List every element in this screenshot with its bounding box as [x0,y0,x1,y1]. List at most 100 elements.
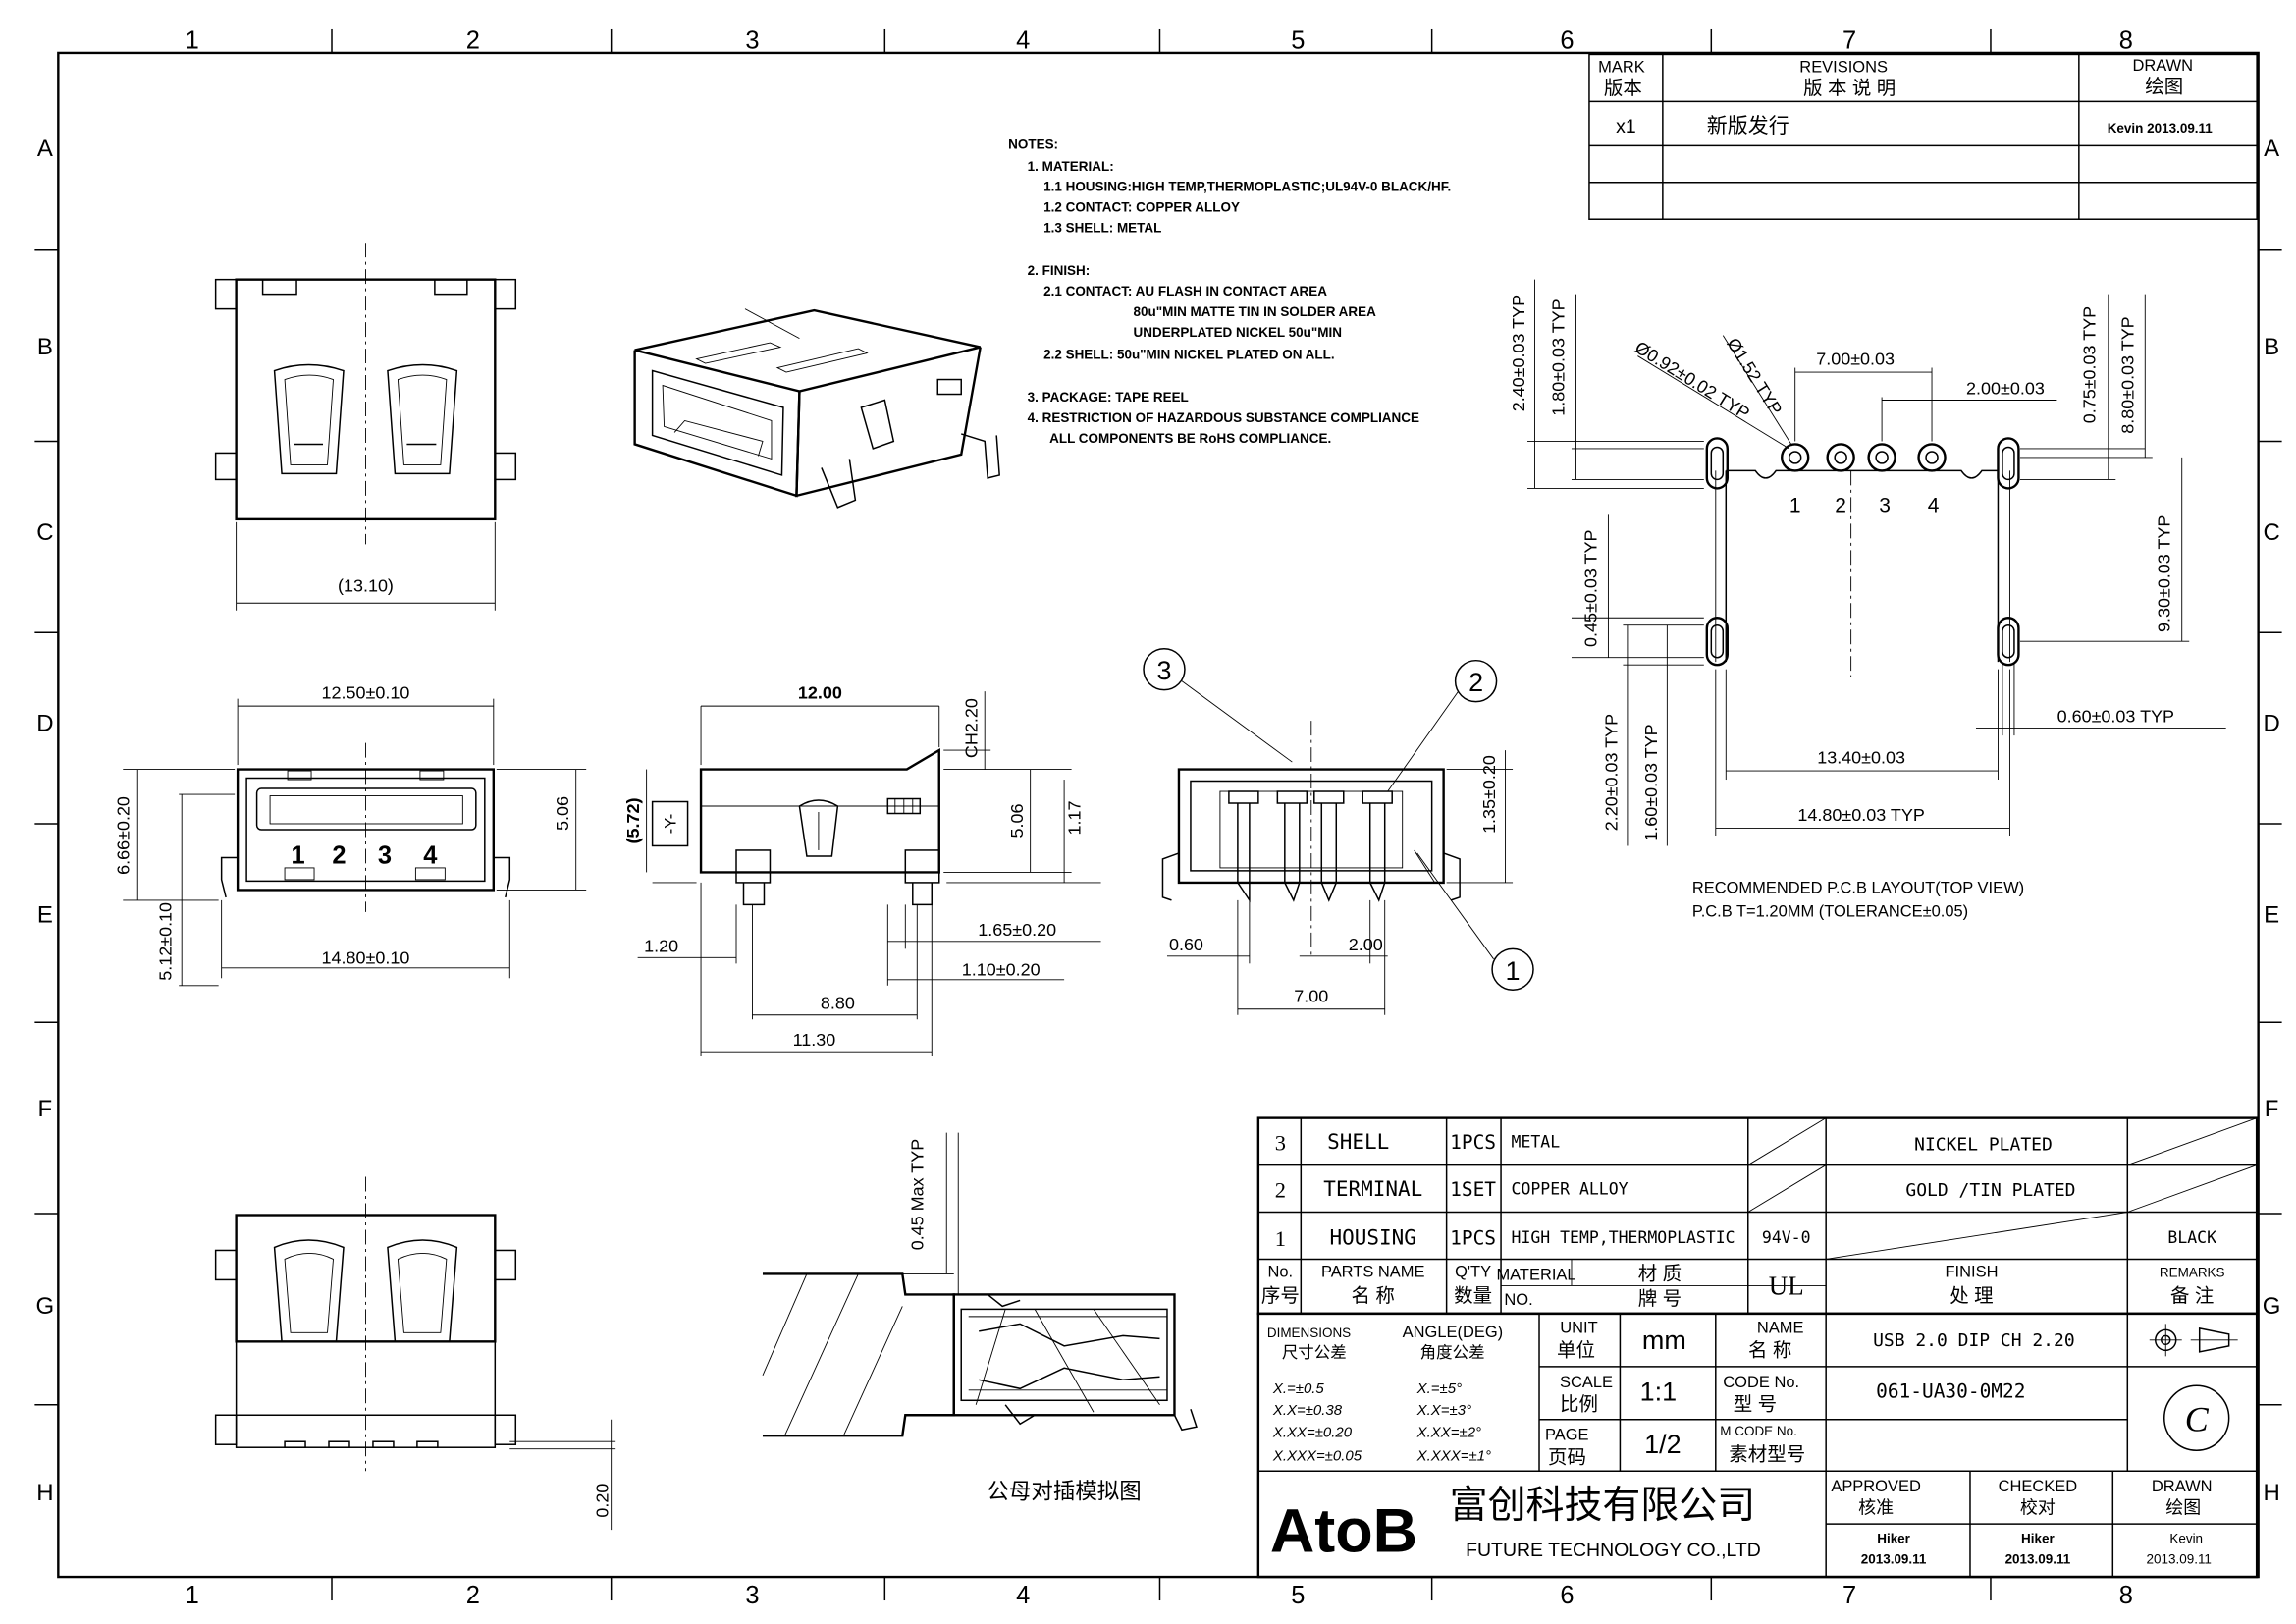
rev-letter-circle [2163,1384,2230,1451]
zone-row-labels-left: A B C D E F G H [36,135,55,1506]
zone-col-labels-bottom: 1 2 3 4 5 6 7 8 [186,1582,2133,1609]
tb-checked-cn: 校对 [2020,1498,2056,1518]
note-1-1: 1.1 HOUSING:HIGH TEMP,THERMOPLASTIC;UL94… [1043,180,1451,194]
zone-col-1: 1 [186,27,199,54]
tb-ang-0: X.=±5° [1416,1380,1462,1397]
revisions-table: MARK 版本 REVISIONS 版 本 说 明 DRAWN 绘图 x1 新版… [1588,53,2258,220]
tb-page: 1/2 [1644,1430,1681,1459]
rev-mark-cn: 版本 [1604,78,1642,99]
tb-scale-label: SCALE [1560,1374,1613,1391]
note-2-1b: 80u"MIN MATTE TIN IN SOLDER AREA [1134,304,1377,319]
zone-row-h-right: H [2263,1480,2279,1506]
pcb-pin-3: 3 [1879,494,1891,516]
dim-mate-045: 0.45 Max TYP [907,1139,927,1251]
tb-checked-date: 2013.09.11 [2005,1552,2071,1567]
tb-approved-cn: 核准 [1858,1498,1894,1518]
bom-hdr-qty-cn: 数量 [1454,1285,1492,1307]
pcb-dim-180: 1.80±0.03 TYP [1548,298,1568,415]
zone-col-8-bottom: 8 [2119,1582,2133,1609]
company-name-cn: 富创科技有限公司 [1450,1485,1756,1527]
pcb-dim-220: 2.20±0.03 TYP [1601,714,1621,831]
note-2-2: 2.2 SHELL: 50u"MIN NICKEL PLATED ON ALL. [1043,348,1334,362]
zone-col-4-bottom: 4 [1016,1582,1030,1609]
dim-front-height: 6.66±0.20 [113,796,133,875]
zone-row-d: D [36,711,53,737]
tb-approved-date: 2013.09.11 [1861,1552,1927,1567]
rev-mark-label: MARK [1598,58,1645,76]
title-block: DIMENSIONS 尺寸公差 ANGLE(DEG) 角度公差 X.=±0.5 … [1256,1312,2259,1579]
bottom-view: 0.20 [214,1176,616,1531]
company-name-en: FUTURE TECHNOLOGY CO.,LTD [1466,1540,1761,1561]
pcb-dim-700: 7.00±0.03 [1816,350,1895,369]
front-pin-4: 4 [423,841,438,869]
tb-scale-cn: 比例 [1560,1394,1598,1416]
bom-row3-qty: 1PCS [1450,1131,1496,1154]
bom-row1-name: HOUSING [1330,1225,1416,1249]
tb-drawn-by: Kevin [2169,1532,2203,1546]
front-view: 1 2 3 4 12.50±0.10 14.80±0.10 6.66±0.20 … [113,683,587,987]
zone-col-5-bottom: 5 [1291,1582,1305,1609]
tb-drawn-date: 2013.09.11 [2147,1552,2212,1567]
zone-row-g: G [36,1293,55,1320]
pcb-layout: 1 2 3 4 7.00±0.03 2.00±0.03 Ø0.92±0.02 T… [1509,279,2226,920]
bom-hdr-no: No. [1268,1263,1294,1280]
iso-view [633,308,1000,509]
bom-hdr-material: MATERIAL [1496,1266,1575,1283]
zone-row-c: C [36,519,53,546]
bom-hdr-remarks-cn: 备 注 [2170,1285,2214,1307]
pcb-dim-045: 0.45±0.03 TYP [1580,530,1600,647]
notes-block: NOTES: 1. MATERIAL: 1.1 HOUSING:HIGH TEM… [1008,136,1451,446]
zone-row-a-right: A [2264,135,2279,162]
tb-ang-cn: 角度公差 [1420,1344,1485,1362]
tb-mcode-cn: 素材型号 [1729,1444,1805,1466]
zone-row-e-right: E [2264,901,2279,928]
zone-row-f: F [38,1096,53,1122]
zone-col-7: 7 [1842,27,1856,54]
dim-side-y: (5.72) [623,798,643,844]
dim-rear-200: 2.00 [1349,935,1383,954]
dim-side-120: 1.20 [644,936,678,955]
dim-side-ch: CH2.20 [962,698,982,758]
mating-view: 0.45 Max TYP 公母对插模拟图 [762,1132,1198,1504]
bom-row1-no: 1 [1275,1226,1286,1251]
tb-drawn-cn: 绘图 [2165,1498,2201,1518]
bom-row3-material: METAL [1512,1133,1561,1152]
front-pin-3: 3 [378,841,392,869]
bom-hdr-finish: FINISH [1945,1263,1998,1280]
note-1-3: 1.3 SHELL: METAL [1043,221,1161,236]
pcb-dim-060: 0.60±0.03 TYP [2057,707,2174,727]
tb-tol-1: X.X=±0.38 [1272,1402,1343,1419]
dim-rear-060: 0.60 [1169,935,1203,954]
tb-drawn-label: DRAWN [2152,1478,2213,1495]
pcb-dim-160: 1.60±0.03 TYP [1641,724,1661,840]
balloon-3: 3 [1156,656,1171,685]
zone-row-c-right: C [2263,519,2279,546]
tb-name-label: NAME [1757,1319,1804,1336]
tb-unit: mm [1642,1326,1686,1355]
zone-col-8: 8 [2119,27,2133,54]
pcb-dim-075: 0.75±0.03 TYP [2079,306,2099,423]
tb-tol-0: X.=±0.5 [1272,1380,1325,1397]
dim-side-165: 1.65±0.20 [978,920,1056,940]
bom-row3-finish: NICKEL PLATED [1914,1135,2053,1156]
bom-hdr-material-cn: 材 质 [1638,1263,1682,1284]
pcb-caption-2: P.C.B T=1.20MM (TOLERANCE±0.05) [1692,902,1968,920]
company-logo: AtoB [1270,1497,1417,1566]
tb-mcode-label: M CODE No. [1720,1424,1797,1438]
notes-title: NOTES: [1008,136,1058,151]
tb-approved-label: APPROVED [1831,1478,1921,1495]
zone-row-b: B [37,334,53,360]
dim-front-side: 5.06 [553,796,572,831]
note-2-1c: UNDERPLATED NICKEL 50u"MIN [1134,325,1342,340]
tb-page-label: PAGE [1545,1427,1589,1444]
pcb-pin-2: 2 [1835,494,1846,516]
note-3: 3. PACKAGE: TAPE REEL [1028,390,1189,405]
tb-page-cn: 页码 [1548,1447,1586,1469]
zone-row-b-right: B [2264,334,2279,360]
dim-front-pin: 5.12±0.10 [156,902,176,981]
outer-border [57,51,2260,1579]
tb-scale: 1:1 [1640,1377,1677,1406]
zone-col-2: 2 [466,27,480,54]
tb-unit-cn: 单位 [1557,1339,1595,1361]
